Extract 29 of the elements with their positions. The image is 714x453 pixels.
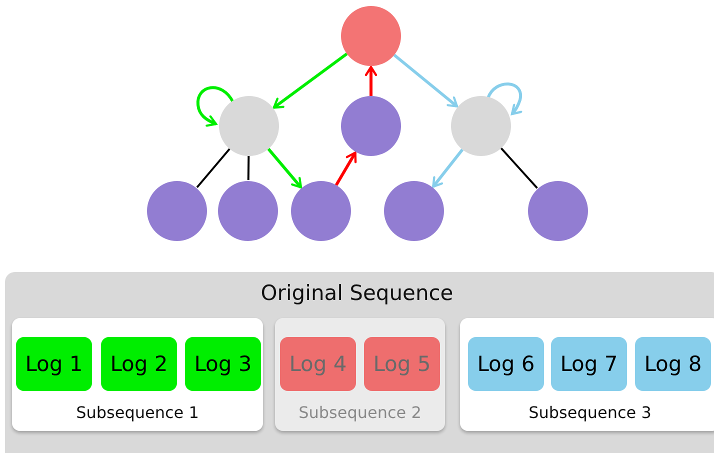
subsequence-card — [275, 318, 445, 431]
subsequence-card — [460, 318, 714, 431]
panel-title: Original Sequence — [260, 281, 454, 305]
arrow — [486, 82, 522, 116]
arrow — [267, 148, 302, 188]
connector-line — [196, 148, 230, 188]
log-entry: Log 8 — [635, 337, 711, 391]
arrow — [196, 86, 234, 127]
log-entry: Log 5 — [364, 337, 440, 391]
sequence-panel — [5, 272, 714, 453]
log-entry: Log 6 — [468, 337, 544, 391]
log-entry: Log 3 — [185, 337, 261, 391]
log-entry: Log 7 — [551, 337, 627, 391]
connector-line — [500, 148, 538, 189]
subsequence-label: Subsequence 3 — [528, 403, 652, 422]
graph-node — [451, 96, 511, 156]
connector-line — [247, 156, 250, 180]
arrow — [393, 54, 458, 108]
arrow — [272, 52, 348, 109]
arrow — [432, 148, 464, 188]
arrow — [334, 152, 357, 186]
log-entry: Log 1 — [16, 337, 92, 391]
subsequence-card — [12, 318, 263, 431]
subsequence-label: Subsequence 1 — [75, 403, 200, 422]
arrow — [364, 66, 378, 96]
graph-node — [219, 96, 279, 156]
subsequence-label: Subsequence 2 — [298, 403, 422, 422]
log-entry: Log 4 — [280, 337, 356, 391]
log-entry: Log 2 — [101, 337, 177, 391]
